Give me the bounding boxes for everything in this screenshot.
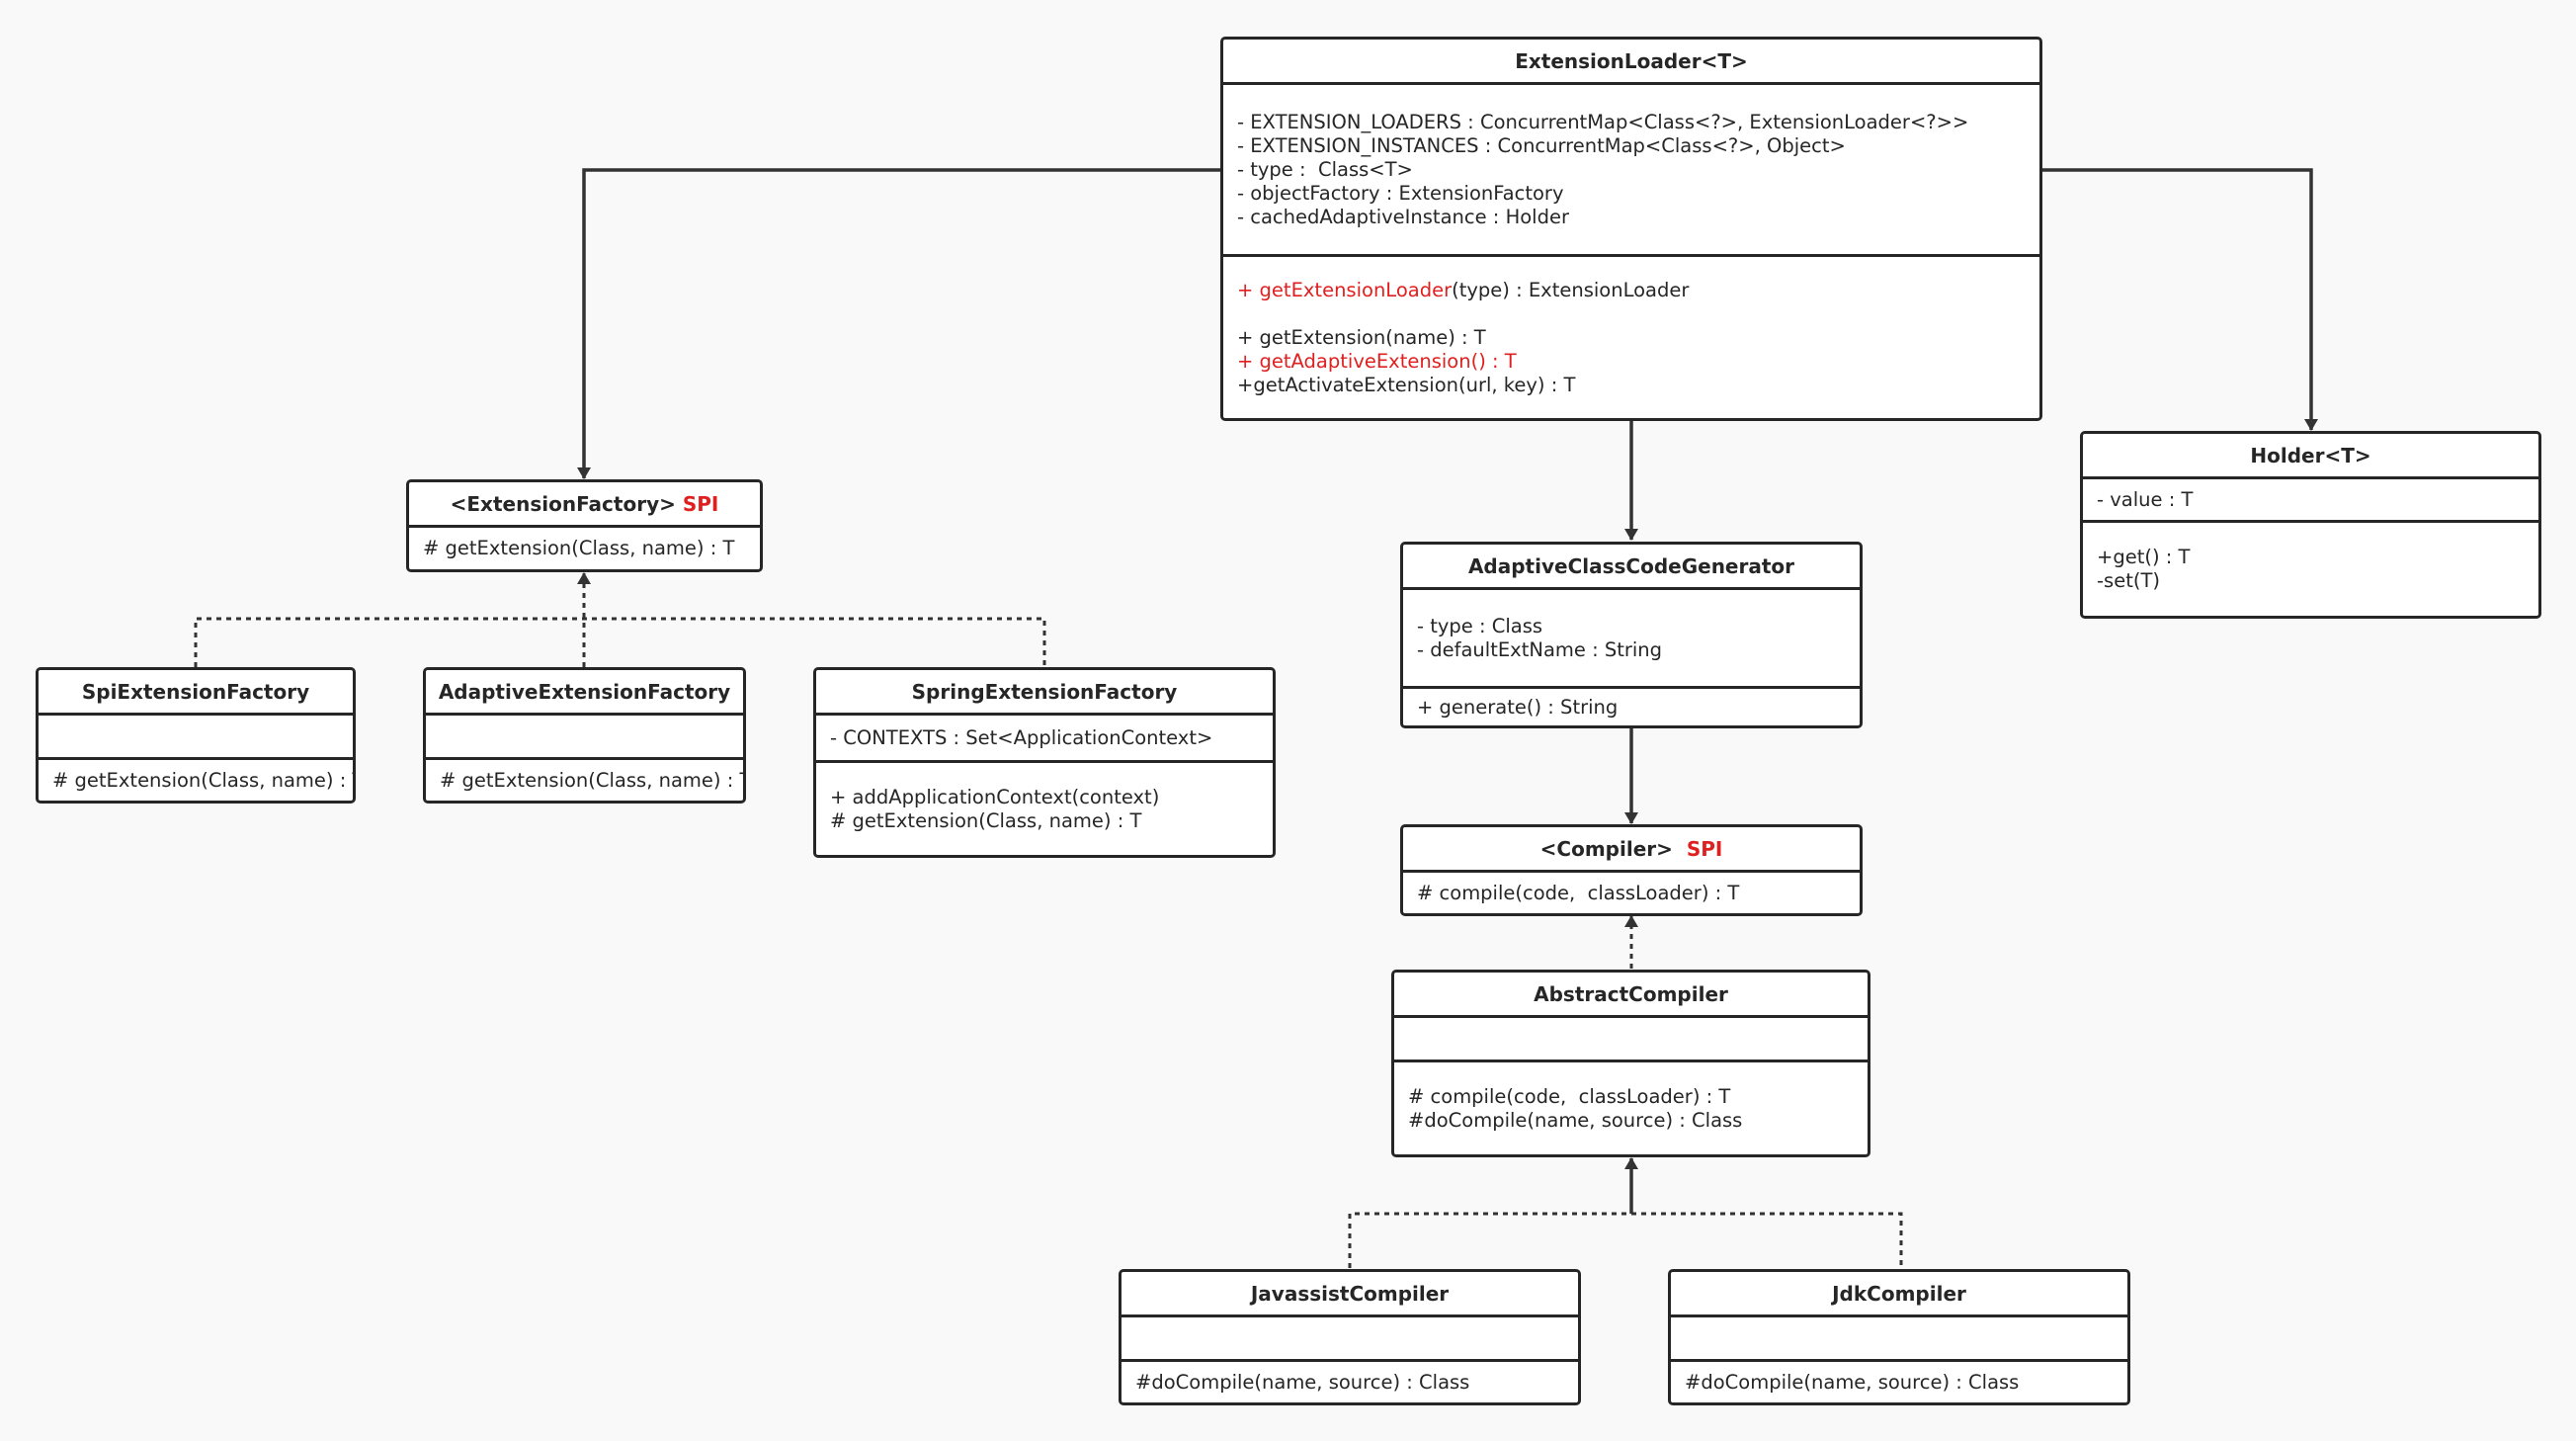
class-name: SpiExtensionFactory: [39, 670, 353, 716]
fields-section: - type : Class - defaultExtName : String: [1403, 590, 1860, 689]
class-extension-factory[interactable]: <ExtensionFactory> SPI # getExtension(Cl…: [406, 479, 763, 572]
spi-stereotype: SPI: [1686, 836, 1723, 861]
field: - objectFactory : ExtensionFactory: [1237, 181, 1564, 205]
method: + getExtensionLoader(type) : ExtensionLo…: [1237, 279, 2026, 302]
methods-section: #doCompile(name, source) : Class: [1671, 1362, 2127, 1402]
association-extensionloader-holder: [2042, 168, 2318, 431]
class-holder[interactable]: Holder<T> - value : T +get() : T -set(T): [2080, 431, 2541, 619]
class-extension-loader[interactable]: ExtensionLoader<T> - EXTENSION_LOADERS :…: [1220, 37, 2042, 421]
class-name-text: SpiExtensionFactory: [81, 679, 310, 704]
class-name-text: Holder<T>: [2250, 443, 2371, 467]
class-name-text: AdaptiveExtensionFactory: [438, 679, 731, 704]
field: - EXTENSION_INSTANCES : ConcurrentMap<Cl…: [1237, 133, 1846, 157]
class-jdk-compiler[interactable]: JdkCompiler #doCompile(name, source) : C…: [1668, 1269, 2130, 1405]
fields-section: - EXTENSION_LOADERS : ConcurrentMap<Clas…: [1223, 85, 2039, 257]
method: + getExtension(name) : T: [1237, 325, 1486, 349]
method: #doCompile(name, source) : Class: [1408, 1108, 1743, 1132]
method: # getExtension(Class, name) : T: [423, 537, 735, 559]
class-name-text: AdaptiveClassCodeGenerator: [1467, 553, 1795, 578]
class-javassist-compiler[interactable]: JavassistCompiler #doCompile(name, sourc…: [1119, 1269, 1581, 1405]
methods-section: #doCompile(name, source) : Class: [1122, 1362, 1578, 1402]
class-name-text: <ExtensionFactory>: [450, 491, 676, 516]
field: - cachedAdaptiveInstance : Holder: [1237, 205, 1569, 228]
class-spring-extension-factory[interactable]: SpringExtensionFactory - CONTEXTS : Set<…: [813, 667, 1276, 858]
class-name: AdaptiveClassCodeGenerator: [1403, 545, 1860, 590]
method: #doCompile(name, source) : Class: [1685, 1370, 2020, 1394]
class-abstract-compiler[interactable]: AbstractCompiler # compile(code, classLo…: [1391, 970, 1870, 1157]
class-name: JavassistCompiler: [1122, 1272, 1578, 1317]
method-highlight: getExtensionLoader: [1259, 278, 1453, 301]
methods-section: # getExtension(Class, name) : T: [409, 528, 760, 569]
methods-section: + addApplicationContext(context) # getEx…: [816, 763, 1273, 855]
class-name: <ExtensionFactory> SPI: [409, 482, 760, 528]
class-name-text: JavassistCompiler: [1250, 1281, 1450, 1306]
fields-section: [1671, 1317, 2127, 1362]
fields-section: - value : T: [2083, 479, 2538, 523]
method: # compile(code, classLoader) : T: [1417, 881, 1740, 904]
methods-section: + getExtensionLoader(type) : ExtensionLo…: [1223, 257, 2039, 418]
method-highlighted: + getAdaptiveExtension() : T: [1237, 349, 1517, 373]
method: # compile(code, classLoader) : T: [1408, 1084, 1731, 1108]
class-name: AbstractCompiler: [1394, 973, 1868, 1018]
method: +get() : T: [2097, 546, 2191, 568]
method-rest: (type) : ExtensionLoader: [1452, 278, 1690, 301]
method: +getActivateExtension(url, key) : T: [1237, 373, 1576, 396]
class-compiler[interactable]: <Compiler> SPI # compile(code, classLoad…: [1400, 824, 1863, 916]
class-adaptive-class-code-generator[interactable]: AdaptiveClassCodeGenerator - type : Clas…: [1400, 542, 1863, 728]
class-adaptive-extension-factory[interactable]: AdaptiveExtensionFactory # getExtension(…: [423, 667, 746, 804]
class-name-text: SpringExtensionFactory: [911, 679, 1178, 704]
methods-section: # getExtension(Class, name) : T: [426, 760, 743, 801]
field: - type : Class: [1417, 614, 1543, 637]
method: + addApplicationContext(context): [830, 785, 1160, 808]
spi-stereotype: SPI: [682, 491, 719, 516]
method: # getExtension(Class, name) : T: [830, 808, 1142, 832]
class-name: JdkCompiler: [1671, 1272, 2127, 1317]
field: - defaultExtName : String: [1417, 637, 1663, 661]
fields-section: - CONTEXTS : Set<ApplicationContext>: [816, 716, 1273, 763]
class-name: Holder<T>: [2083, 434, 2538, 479]
fields-section: [1122, 1317, 1578, 1362]
field: - type : Class<T>: [1237, 157, 1413, 181]
class-name: ExtensionLoader<T>: [1223, 40, 2039, 85]
method-prefix: +: [1237, 278, 1260, 301]
method: #doCompile(name, source) : Class: [1135, 1370, 1470, 1394]
field: - CONTEXTS : Set<ApplicationContext>: [830, 725, 1213, 749]
inheritance-compilers-bus: [1348, 1212, 1903, 1268]
class-name-text: <Compiler>: [1539, 836, 1673, 861]
method-spacer: [1237, 302, 2026, 326]
class-name-text: AbstractCompiler: [1534, 981, 1728, 1006]
methods-section: # compile(code, classLoader) : T #doComp…: [1394, 1062, 1868, 1154]
method: + generate() : String: [1417, 695, 1619, 719]
fields-section: [1394, 1018, 1868, 1062]
class-name: <Compiler> SPI: [1403, 827, 1860, 873]
method: # getExtension(Class, name) : T: [52, 768, 356, 792]
methods-section: +get() : T -set(T): [2083, 523, 2538, 616]
methods-section: # getExtension(Class, name) : T: [39, 760, 353, 801]
method: -set(T): [2097, 569, 2160, 592]
class-name-text: ExtensionLoader<T>: [1515, 48, 1748, 73]
class-name-text: JdkCompiler: [1832, 1281, 1966, 1306]
class-spi-extension-factory[interactable]: SpiExtensionFactory # getExtension(Class…: [36, 667, 356, 804]
fields-section: [426, 716, 743, 760]
methods-section: + generate() : String: [1403, 689, 1860, 725]
field: - value : T: [2097, 487, 2194, 511]
fields-section: [39, 716, 353, 760]
field: - EXTENSION_LOADERS : ConcurrentMap<Clas…: [1237, 110, 1969, 133]
realization-spi-extension-factory: [194, 617, 1046, 667]
class-name: SpringExtensionFactory: [816, 670, 1273, 716]
method: # getExtension(Class, name) : T: [440, 768, 746, 792]
class-name: AdaptiveExtensionFactory: [426, 670, 743, 716]
methods-section: # compile(code, classLoader) : T: [1403, 873, 1860, 913]
association-extensionloader-extensionfactory: [577, 168, 1221, 479]
